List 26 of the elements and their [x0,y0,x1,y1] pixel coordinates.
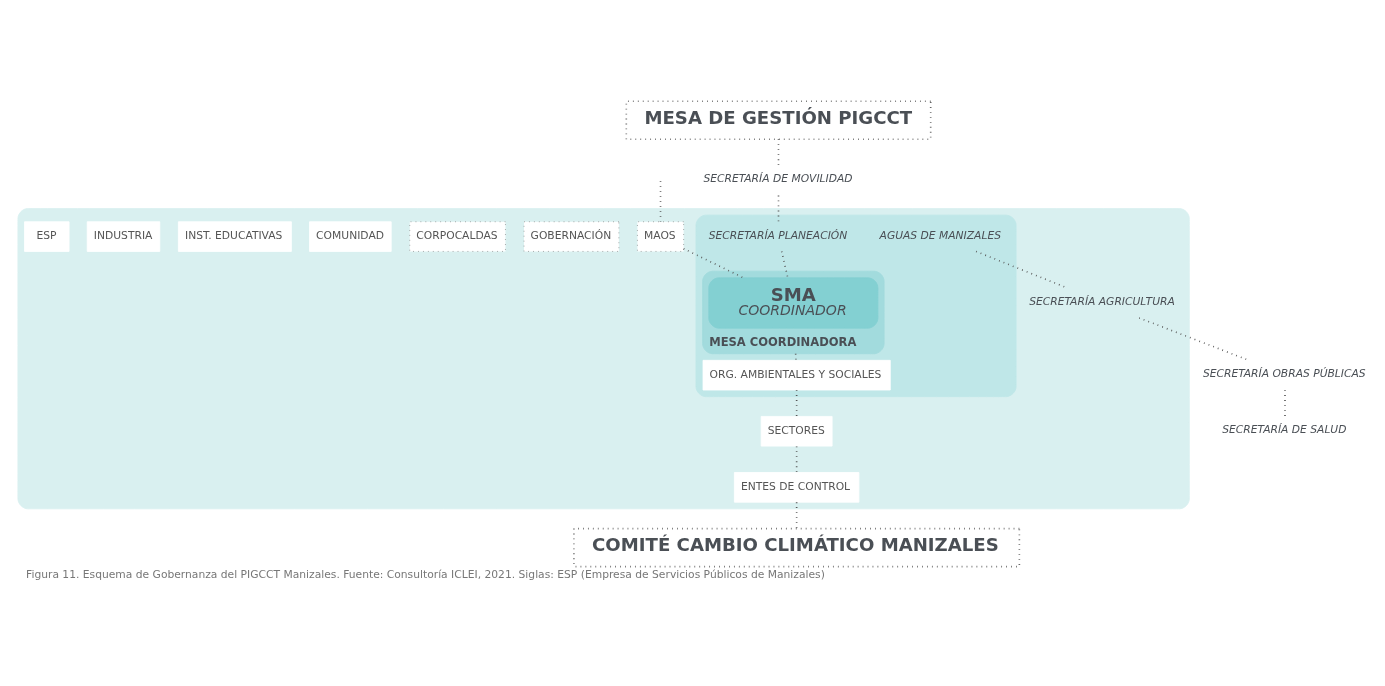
node-box: COMUNIDAD [309,221,392,252]
node-text: SECRETARÍA DE SALUD [1222,423,1347,437]
caption: Figura 11. Esquema de Gobernanza del PIGCCT Manizales. Fuente: Consultoría ICLEI, 2021. Siglas: ESP (Empresa de Servicios Públicos de Manizales) [26,568,825,582]
node-box: CORPOCALDAS [409,221,506,252]
connector [795,445,798,473]
node-box: SMA COORDINADOR [708,277,879,329]
cluster [695,214,1017,398]
node-box: MESA DE GESTIÓN PIGCCT [625,100,932,141]
cluster [17,208,1190,510]
node-box: ORG. AMBIENTALES Y SOCIALES [702,359,891,391]
node-text: SECRETARÍA DE MOVILIDAD [703,172,853,186]
node-text: SECRETARÍA AGRICULTURA [1029,294,1175,308]
connector [682,247,745,279]
node-text: SECRETARÍA OBRAS PÚBLICAS [1202,367,1366,381]
node-box: SECTORES [760,416,833,447]
node-box: GOBERNACIÓN [523,221,620,252]
node-box: ENTES DE CONTROL [733,472,860,503]
node-text: SECRETARÍA PLANEACIÓN [708,228,848,242]
connector [795,501,798,530]
node-box: INST. EDUCATIVAS [177,221,292,252]
node-text: AGUAS DE MANIZALES [879,228,1001,242]
node-box: COMITÉ CAMBIO CLIMÁTICO MANIZALES [573,527,1021,568]
node-box: MAOS [637,221,685,252]
connector [794,352,797,362]
node-box: ESP [24,221,70,252]
node-box: INDUSTRIA [86,221,161,252]
